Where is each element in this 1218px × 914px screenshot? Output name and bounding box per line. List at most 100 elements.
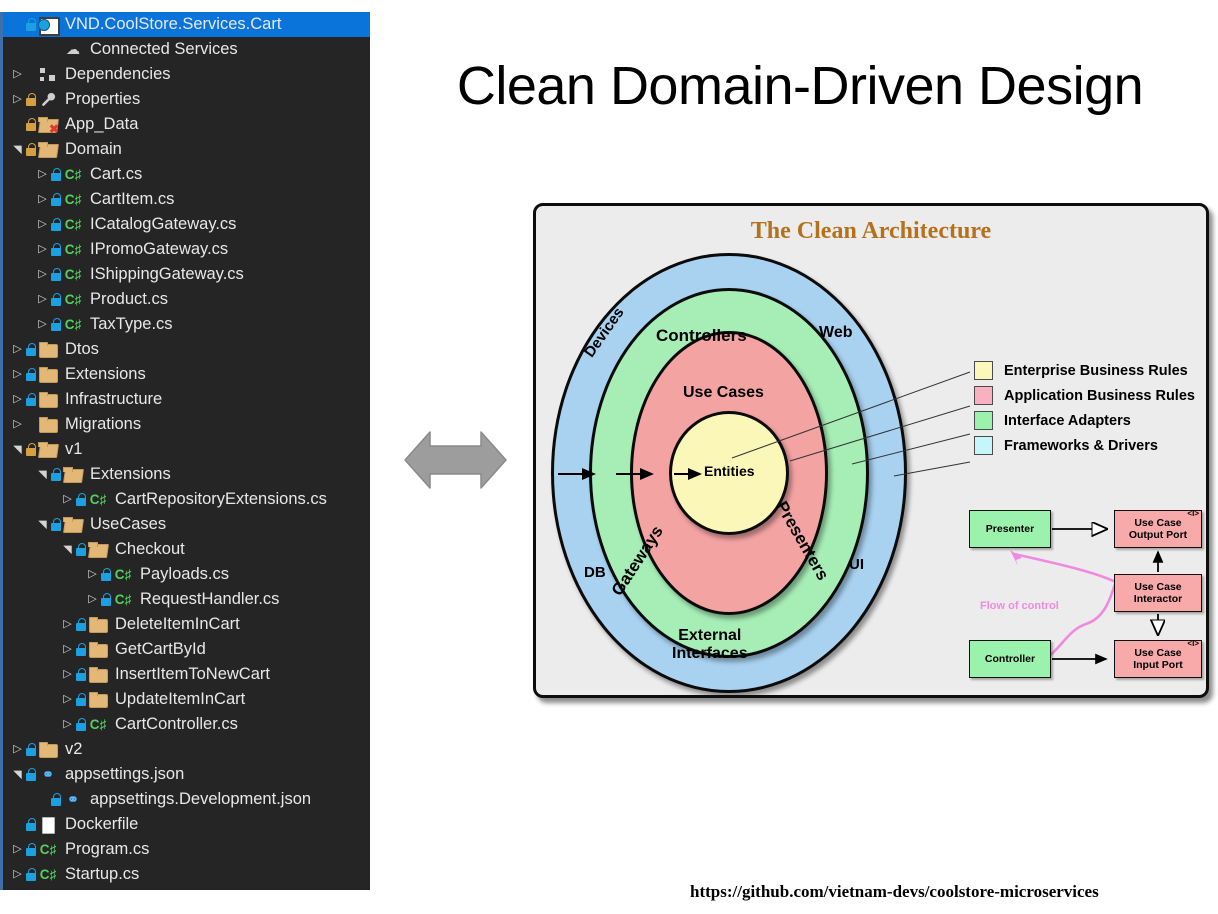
tree-item-product-cs[interactable]: C♯Product.cs [3, 287, 370, 312]
tree-item-payloads-cs[interactable]: C♯Payloads.cs [3, 562, 370, 587]
solution-explorer-panel[interactable]: VND.CoolStore.Services.Cart☁Connected Se… [0, 12, 370, 890]
tree-item-vnd-coolstore-services-cart[interactable]: VND.CoolStore.Services.Cart [3, 12, 370, 37]
chevron-right-icon[interactable] [9, 387, 26, 412]
chevron-right-icon[interactable] [84, 562, 101, 587]
chevron-right-icon[interactable] [34, 162, 51, 187]
tree-item-app-data[interactable]: ✖App_Data [3, 112, 370, 137]
csharp-icon: C♯ [63, 216, 83, 234]
legend-label: Interface Adapters [1004, 413, 1131, 429]
csharp-icon: C♯ [88, 716, 108, 734]
chevron-right-icon[interactable] [34, 262, 51, 287]
tree-item-requesthandler-cs[interactable]: C♯RequestHandler.cs [3, 587, 370, 612]
chevron-right-icon[interactable] [34, 237, 51, 262]
tree-item-updateitemincart[interactable]: UpdateItemInCart [3, 687, 370, 712]
csharp-icon: C♯ [63, 241, 83, 259]
tree-item-label: Cart.cs [89, 165, 142, 184]
tree-item-domain[interactable]: Domain [3, 137, 370, 162]
lock-icon [51, 243, 62, 256]
tree-item-dependencies[interactable]: Dependencies [3, 62, 370, 87]
error-x-icon: ✖ [49, 123, 59, 135]
chevron-down-icon[interactable] [34, 462, 51, 487]
folder-open-icon [63, 516, 83, 534]
clean-architecture-title: The Clean Architecture [536, 218, 1206, 245]
chevron-right-icon[interactable] [34, 287, 51, 312]
footer-url[interactable]: https://github.com/vietnam-devs/coolstor… [690, 882, 1099, 902]
chevron-right-icon[interactable] [59, 612, 76, 637]
lock-icon [76, 718, 87, 731]
chevron-right-icon[interactable] [9, 737, 26, 762]
chevron-right-icon[interactable] [9, 337, 26, 362]
folder-open-icon [63, 466, 83, 484]
tree-item-extensions[interactable]: Extensions [3, 462, 370, 487]
outport-line-1: Use Case [1134, 517, 1181, 529]
tree-item-label: Product.cs [89, 290, 168, 309]
chevron-right-icon[interactable] [9, 62, 26, 87]
chevron-right-icon[interactable] [84, 587, 101, 612]
tree-item-taxtype-cs[interactable]: C♯TaxType.cs [3, 312, 370, 337]
chevron-right-icon[interactable] [9, 837, 26, 862]
tree-item-cartcontroller-cs[interactable]: C♯CartController.cs [3, 712, 370, 737]
chevron-right-icon[interactable] [9, 362, 26, 387]
tree-item-usecases[interactable]: UseCases [3, 512, 370, 537]
ring-label-ui: UI [849, 556, 864, 573]
tree-item-dtos[interactable]: Dtos [3, 337, 370, 362]
tree-item-insertitemtonewcart[interactable]: InsertItemToNewCart [3, 662, 370, 687]
chevron-right-icon[interactable] [9, 862, 26, 887]
tree-item-label: InsertItemToNewCart [114, 665, 270, 684]
interface-tag: <I> [1187, 509, 1199, 518]
tree-item-extensions[interactable]: Extensions [3, 362, 370, 387]
lock-icon [51, 468, 62, 481]
tree-item-cart-cs[interactable]: C♯Cart.cs [3, 162, 370, 187]
chevron-right-icon[interactable] [59, 662, 76, 687]
tree-item-deleteitemincart[interactable]: DeleteItemInCart [3, 612, 370, 637]
tree-item-dockerfile[interactable]: Dockerfile [3, 812, 370, 837]
tree-item-label: Dtos [64, 340, 99, 359]
lock-icon [51, 318, 62, 331]
tree-item-ishippinggateway-cs[interactable]: C♯IShippingGateway.cs [3, 262, 370, 287]
tree-item-appsettings-json[interactable]: ⚭appsettings.json [3, 762, 370, 787]
chevron-down-icon[interactable] [59, 537, 76, 562]
tree-item-label: UpdateItemInCart [114, 690, 245, 709]
tree-item-cartitem-cs[interactable]: C♯CartItem.cs [3, 187, 370, 212]
tree-item-getcartbyid[interactable]: GetCartById [3, 637, 370, 662]
chevron-right-icon[interactable] [59, 637, 76, 662]
tree-item-appsettings-development-json[interactable]: ⚭appsettings.Development.json [3, 787, 370, 812]
tree-item-startup-cs[interactable]: C♯Startup.cs [3, 862, 370, 887]
lock-icon [26, 343, 37, 356]
interactor-line-1: Use Case [1134, 581, 1181, 593]
tree-item-ipromogateway-cs[interactable]: C♯IPromoGateway.cs [3, 237, 370, 262]
tree-item-checkout[interactable]: Checkout [3, 537, 370, 562]
chevron-down-icon[interactable] [9, 762, 26, 787]
tree-item-v2[interactable]: v2 [3, 737, 370, 762]
lock-icon [26, 143, 37, 156]
ring-label-web: Web [819, 324, 852, 342]
project-icon [38, 16, 58, 34]
lock-icon [76, 493, 87, 506]
chevron-down-icon[interactable] [9, 437, 26, 462]
tree-item-label: CartItem.cs [89, 190, 174, 209]
tree-item-connected-services[interactable]: ☁Connected Services [3, 37, 370, 62]
csharp-icon: C♯ [63, 266, 83, 284]
chevron-right-icon[interactable] [34, 187, 51, 212]
chevron-right-icon[interactable] [59, 687, 76, 712]
folder-icon [38, 416, 58, 434]
chevron-down-icon[interactable] [34, 512, 51, 537]
tree-item-v1[interactable]: v1 [3, 437, 370, 462]
folder-icon [88, 641, 108, 659]
csharp-icon: C♯ [88, 491, 108, 509]
chevron-right-icon[interactable] [34, 212, 51, 237]
chevron-down-icon[interactable] [9, 137, 26, 162]
flow-of-control-label: Flow of control [980, 600, 1059, 612]
chevron-right-icon[interactable] [9, 412, 26, 437]
chevron-right-icon[interactable] [9, 87, 26, 112]
tree-item-program-cs[interactable]: C♯Program.cs [3, 837, 370, 862]
lock-icon [26, 393, 37, 406]
tree-item-cartrepositoryextensions-cs[interactable]: C♯CartRepositoryExtensions.cs [3, 487, 370, 512]
chevron-right-icon[interactable] [59, 712, 76, 737]
tree-item-icataloggateway-cs[interactable]: C♯ICatalogGateway.cs [3, 212, 370, 237]
chevron-right-icon[interactable] [34, 312, 51, 337]
tree-item-migrations[interactable]: Migrations [3, 412, 370, 437]
tree-item-properties[interactable]: Properties [3, 87, 370, 112]
chevron-right-icon[interactable] [59, 487, 76, 512]
tree-item-infrastructure[interactable]: Infrastructure [3, 387, 370, 412]
